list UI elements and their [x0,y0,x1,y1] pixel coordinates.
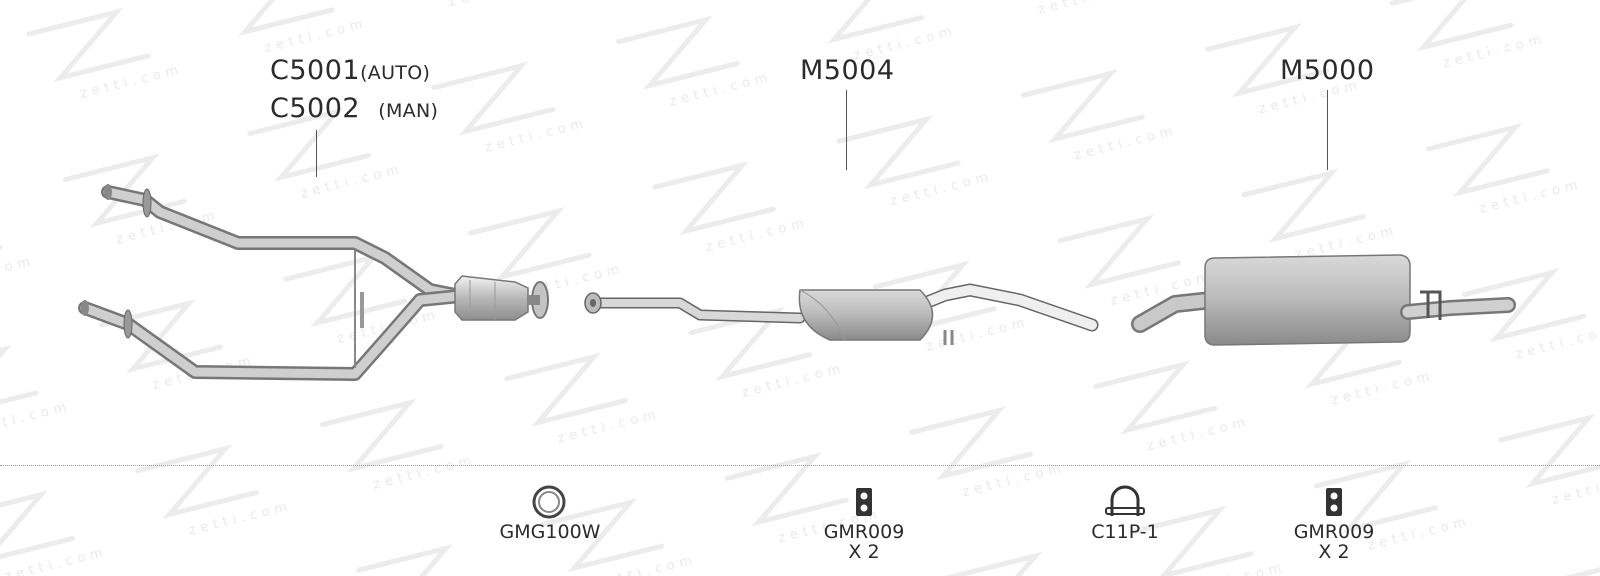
u-bolt-clamp-icon [1105,485,1145,516]
fitting-label: GMG100W [480,522,620,542]
part-code-label: M5000 [1280,55,1375,86]
part-variant-note: (AUTO) [360,62,431,84]
part-code-label: C5001(AUTO) [270,54,430,90]
fitting-label: GMR009 X 2 [794,522,934,562]
fitting-code: GMR009 [1293,521,1375,543]
front-pipe-drawing [78,184,549,381]
part-code: C5001 [270,55,361,86]
part-code: C5002 [270,93,361,124]
fitting-quantity: X 2 [1318,541,1350,563]
leader-line-front-pipe [316,130,317,177]
fitting-code: GMR009 [823,521,905,543]
fitting-label: C11P-1 [1055,522,1195,542]
middle-silencer-drawing [584,283,1099,345]
rear-silencer-drawing [1131,254,1516,346]
part-code-label: M5004 [800,55,895,86]
section-divider [0,465,1600,466]
rubber-hanger-icon [856,488,872,516]
part-code-label: C5002 (MAN) [270,92,438,128]
leader-line-rear-silencer [1327,90,1328,170]
gasket-ring-icon [532,485,566,519]
fitting-code: GMG100W [499,521,601,543]
fitting-quantity: X 2 [848,541,880,563]
fitting-label: GMR009 X 2 [1264,522,1404,562]
fitting-code: C11P-1 [1091,521,1159,543]
rubber-hanger-icon [1326,488,1342,516]
leader-line-middle-silencer [846,90,847,170]
part-variant-note: (MAN) [378,100,439,122]
